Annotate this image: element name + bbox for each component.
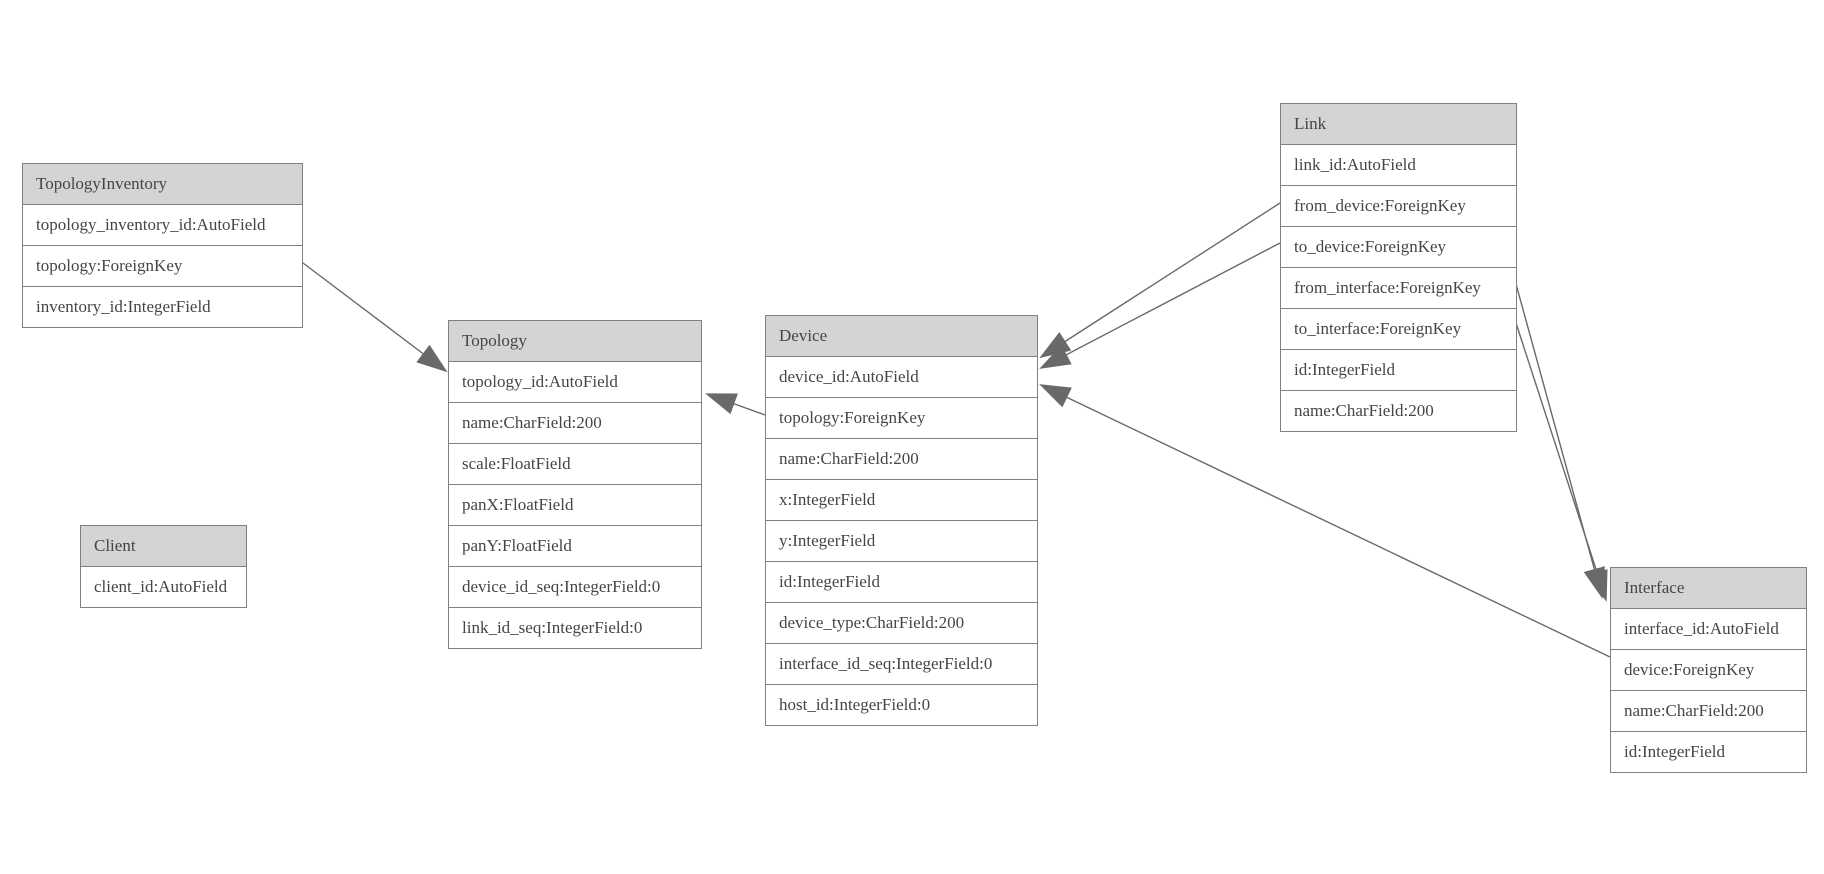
- entity-field: to_device:ForeignKey: [1281, 226, 1516, 267]
- entity-field: name:CharField:200: [766, 438, 1037, 479]
- entity-link[interactable]: Link link_id:AutoField from_device:Forei…: [1280, 103, 1517, 432]
- entity-field: topology:ForeignKey: [766, 397, 1037, 438]
- entity-field: name:CharField:200: [1281, 390, 1516, 431]
- entity-field: link_id_seq:IntegerField:0: [449, 607, 701, 648]
- entity-field: to_interface:ForeignKey: [1281, 308, 1516, 349]
- entity-title: Device: [766, 316, 1037, 356]
- entity-title: Link: [1281, 104, 1516, 144]
- entity-field: x:IntegerField: [766, 479, 1037, 520]
- entity-field: name:CharField:200: [1611, 690, 1806, 731]
- entity-field: topology:ForeignKey: [23, 245, 302, 286]
- entity-topologyinventory[interactable]: TopologyInventory topology_inventory_id:…: [22, 163, 303, 328]
- edge-link-to-device-device: [1039, 242, 1281, 369]
- entity-field: host_id:IntegerField:0: [766, 684, 1037, 725]
- entity-field: scale:FloatField: [449, 443, 701, 484]
- entity-device[interactable]: Device device_id:AutoField topology:Fore…: [765, 315, 1038, 726]
- entity-field: y:IntegerField: [766, 520, 1037, 561]
- edge-link-from-interface-interface: [1515, 283, 1605, 599]
- edge-link-from-device-device: [1039, 202, 1281, 359]
- edge-topologyinventory-topology: [302, 262, 448, 373]
- entity-field: device:ForeignKey: [1611, 649, 1806, 690]
- entity-title: Client: [81, 526, 246, 566]
- entity-field: id:IntegerField: [766, 561, 1037, 602]
- entity-title: Interface: [1611, 568, 1806, 608]
- entity-field: inventory_id:IntegerField: [23, 286, 302, 327]
- entity-client[interactable]: Client client_id:AutoField: [80, 525, 247, 608]
- entity-field: interface_id_seq:IntegerField:0: [766, 643, 1037, 684]
- entity-topology[interactable]: Topology topology_id:AutoField name:Char…: [448, 320, 702, 649]
- entity-field: id:IntegerField: [1611, 731, 1806, 772]
- entity-field: link_id:AutoField: [1281, 144, 1516, 185]
- entity-field: topology_id:AutoField: [449, 361, 701, 402]
- entity-field: device_type:CharField:200: [766, 602, 1037, 643]
- entity-field: device_id:AutoField: [766, 356, 1037, 397]
- entity-title: Topology: [449, 321, 701, 361]
- entity-field: from_interface:ForeignKey: [1281, 267, 1516, 308]
- entity-field: name:CharField:200: [449, 402, 701, 443]
- entity-field: interface_id:AutoField: [1611, 608, 1806, 649]
- entity-field: panY:FloatField: [449, 525, 701, 566]
- entity-field: client_id:AutoField: [81, 566, 246, 607]
- entity-field: from_device:ForeignKey: [1281, 185, 1516, 226]
- entity-title: TopologyInventory: [23, 164, 302, 204]
- entity-field: topology_inventory_id:AutoField: [23, 204, 302, 245]
- edge-link-to-interface-interface: [1515, 322, 1608, 602]
- entity-field: device_id_seq:IntegerField:0: [449, 566, 701, 607]
- entity-field: id:IntegerField: [1281, 349, 1516, 390]
- entity-interface[interactable]: Interface interface_id:AutoField device:…: [1610, 567, 1807, 773]
- edge-device-topology: [705, 393, 766, 416]
- entity-field: panX:FloatField: [449, 484, 701, 525]
